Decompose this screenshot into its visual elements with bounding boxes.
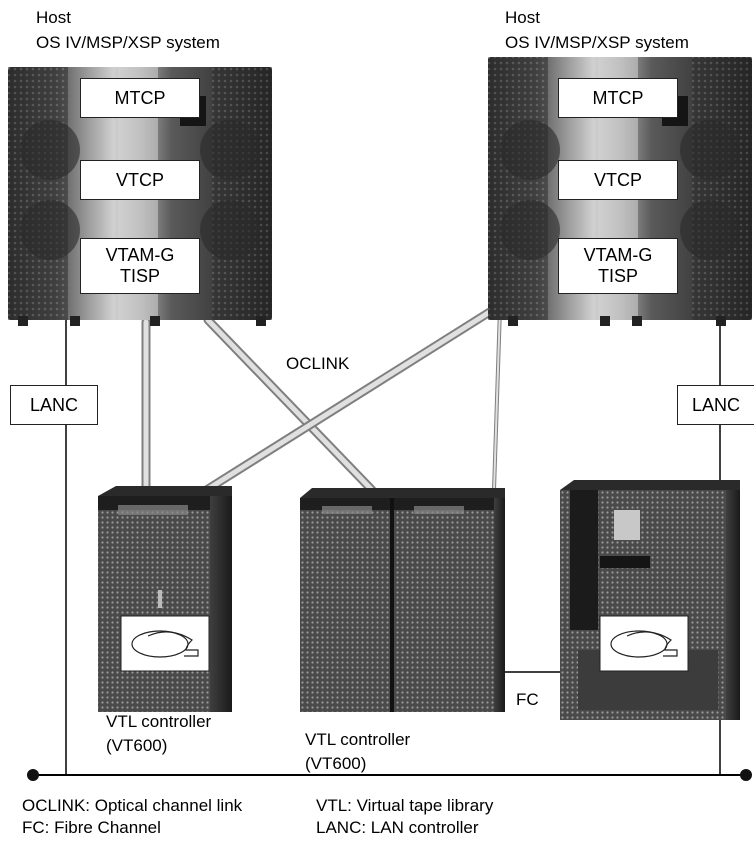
legend-fc: FC: Fibre Channel	[22, 818, 161, 837]
center-vtl-cabinet	[300, 488, 505, 712]
legend-lanc: LANC: LAN controller	[316, 818, 479, 837]
right-vtcp-box: VTCP	[558, 160, 678, 200]
module-label: VTAM-G	[583, 245, 653, 265]
module-label: VTCP	[593, 169, 642, 190]
lanc-left-box: LANC	[10, 385, 98, 425]
tape-reel-icon-library	[599, 615, 689, 672]
module-label: VTAM-G	[105, 245, 175, 265]
left-vtl-cabinet	[98, 486, 232, 712]
lanc-label: LANC	[29, 394, 78, 415]
fc-label: FC	[516, 690, 539, 709]
left-host-title: Host	[36, 8, 71, 27]
lanc-right-box: LANC	[677, 385, 754, 425]
left-vtam-tisp-box: VTAM-G TISP	[80, 238, 200, 294]
module-label: TISP	[597, 266, 638, 286]
module-label: MTCP	[114, 87, 166, 108]
oclink-cables	[141, 303, 502, 499]
right-host-title: Host	[505, 8, 540, 27]
right-host-subtitle: OS IV/MSP/XSP system	[505, 33, 689, 52]
legend-vtl: VTL: Virtual tape library	[316, 796, 494, 815]
left-controller-model: (VT600)	[106, 736, 168, 755]
oclink-label: OCLINK	[286, 354, 350, 373]
lanc-label: LANC	[691, 394, 740, 415]
left-host-subtitle: OS IV/MSP/XSP system	[36, 33, 220, 52]
right-vtam-tisp-box: VTAM-G TISP	[558, 238, 678, 294]
left-mtcp-box: MTCP	[80, 78, 200, 118]
center-controller-name: VTL controller	[305, 730, 411, 749]
legend-oclink: OCLINK: Optical channel link	[22, 796, 243, 815]
module-label: VTCP	[115, 169, 164, 190]
module-label: TISP	[119, 266, 160, 286]
tape-library-cabinet	[560, 480, 740, 720]
left-controller-name: VTL controller	[106, 712, 212, 731]
right-mtcp-box: MTCP	[558, 78, 678, 118]
center-controller-model: (VT600)	[305, 754, 367, 773]
tape-reel-icon	[120, 615, 210, 672]
module-label: MTCP	[592, 87, 644, 108]
left-vtcp-box: VTCP	[80, 160, 200, 200]
